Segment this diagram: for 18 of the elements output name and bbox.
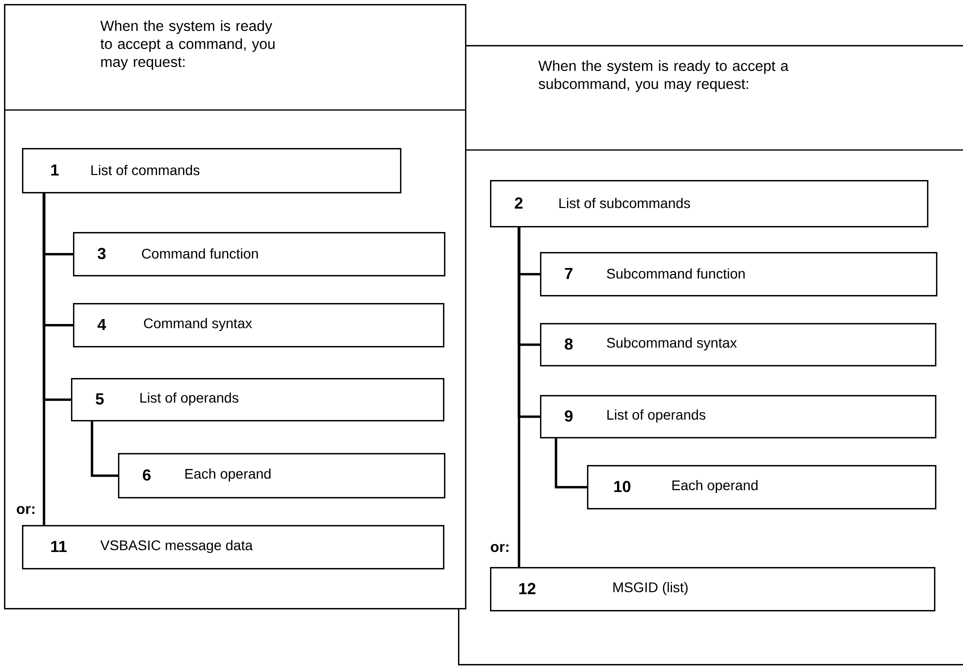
- list-box: 12 MSGID (list): [490, 567, 936, 612]
- connector-line: [90, 421, 118, 477]
- list-box: 11 VSBASIC message data: [22, 525, 444, 570]
- connector-line: [554, 438, 587, 488]
- connector-line: [42, 193, 46, 525]
- list-box: 2 List of subcommands: [490, 180, 928, 228]
- or-label: or:: [16, 506, 34, 514]
- connector-line: [518, 227, 520, 567]
- list-box: 8 Subcommand syntax: [540, 323, 936, 366]
- list-box: 1 List of commands: [22, 148, 402, 194]
- list-box: 10 Each operand: [587, 465, 936, 510]
- list-box: 9 List of operands: [540, 395, 936, 438]
- list-box: 7 Subcommand function: [540, 252, 938, 296]
- list-box: 3 Command function: [73, 232, 446, 276]
- list-box: 5 List of operands: [71, 378, 444, 422]
- or-label: or:: [490, 544, 508, 552]
- list-box: 4 Command syntax: [73, 303, 444, 348]
- list-box: 6 Each operand: [118, 453, 446, 498]
